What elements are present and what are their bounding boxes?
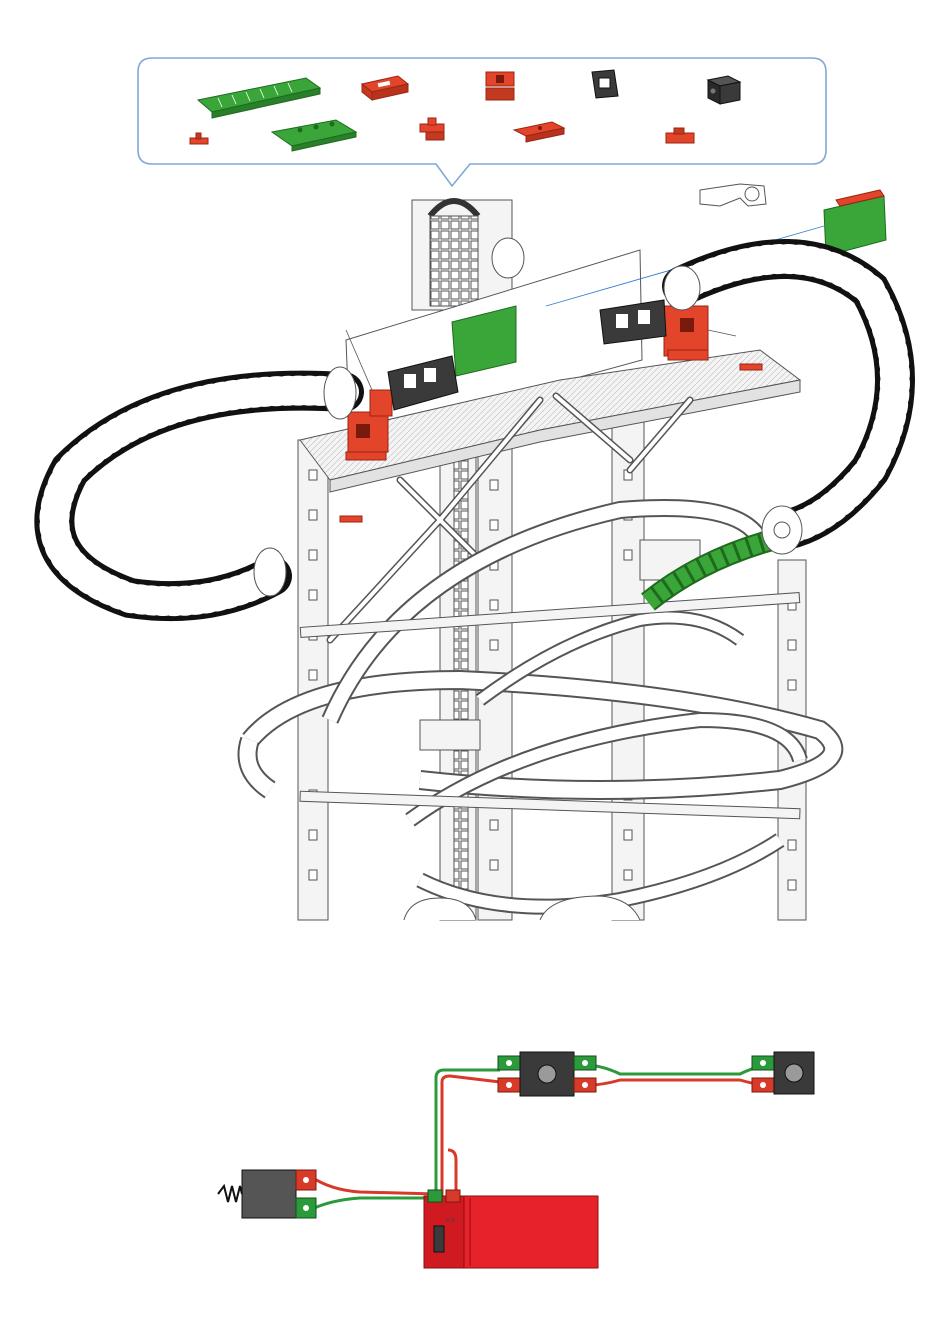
spring-icon [218,1186,242,1202]
battery-pack: A 6 − [424,1190,598,1268]
black-cube-icon [708,76,740,104]
black-clip-icon [592,70,618,98]
red-block-icon [486,72,514,100]
hose-end-left-bottom [254,548,286,596]
push-button-switch-right [752,1052,814,1094]
hose-end-left-top [324,367,356,419]
red-peg-left [340,516,362,522]
push-button-switch-left [498,1052,596,1096]
marble-tracks [248,508,834,907]
sticker-tag-icon [700,184,766,206]
pointer-line-right [708,330,736,336]
tower-center-right [478,400,512,920]
battery-minus-label: − [446,1240,450,1246]
tower-center [612,420,644,920]
battery-switch [434,1226,444,1252]
electromagnet-unit [218,1170,316,1218]
parts-callout [138,58,826,186]
red-peg-right [740,364,762,370]
lift-chain [430,216,478,306]
chain-column [454,400,468,920]
battery-label: A 6 [446,1218,455,1224]
top-pulley [492,238,524,278]
floating-green-panel [824,190,886,256]
hose-end-right-top [664,266,700,310]
circuit-diagram: A 6 − [218,1052,814,1268]
